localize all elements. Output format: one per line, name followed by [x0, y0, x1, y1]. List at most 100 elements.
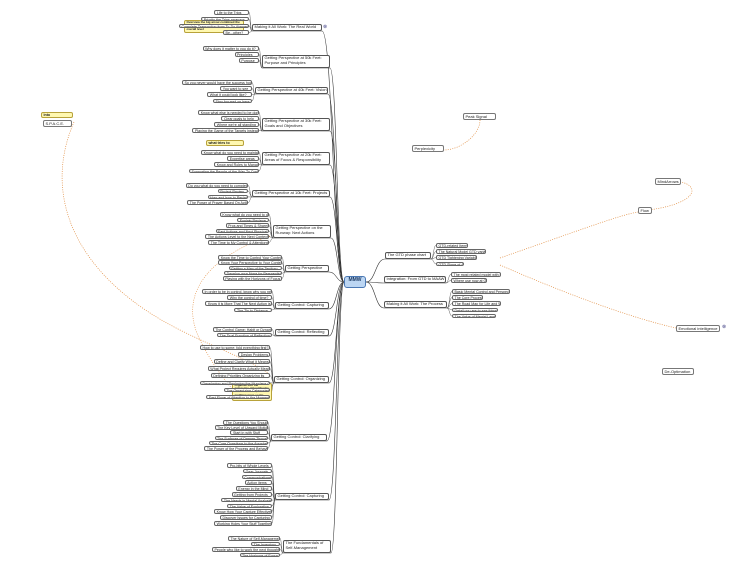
leaf-topic[interactable]: Pro-bits of Whole Levels — [227, 463, 272, 468]
leaf-topic[interactable]: The Power of Prayer Based On Action — [187, 200, 248, 205]
leaf-topic[interactable]: The Core Questions to the Anywhere — [208, 440, 268, 446]
leaf-topic[interactable]: Be...other? — [223, 30, 249, 35]
leaf-topic[interactable]: Working Holes Your Stuff Together — [214, 521, 272, 526]
leaf-topic[interactable]: Where we're all standing — [214, 122, 259, 127]
leaf-topic[interactable]: Know and Roles to Manage — [214, 162, 259, 167]
leaf-topic[interactable]: GTD-related Items — [436, 243, 469, 248]
leaf-topic[interactable]: How and how to Review — [207, 194, 248, 200]
leaf-topic[interactable]: The Inventory — [251, 541, 280, 547]
leaf-topic[interactable]: Why does it matter to you do it? — [202, 46, 259, 51]
leaf-topic[interactable]: Clear goals to help — [221, 116, 259, 121]
leaf-topic[interactable]: Design Problems — [238, 352, 270, 357]
branch-runway-actions[interactable]: Getting Perspective on the Runway: Next … — [273, 225, 331, 238]
leaf-topic[interactable]: Getting from Projects — [231, 492, 272, 497]
branch-control-reflecting[interactable]: Getting Control: Reflecting — [275, 329, 329, 336]
flow-topic[interactable]: Flow — [638, 207, 652, 214]
leaf-topic[interactable]: Detail you are to see things — [452, 307, 499, 313]
leaf-topic[interactable]: The Value of Exploration — [227, 503, 272, 509]
branch-10k-projects[interactable]: Getting Perspective at 10k Feet: Project… — [252, 190, 330, 197]
leaf-topic[interactable]: Expertise areas — [227, 156, 259, 161]
leaf-topic[interactable]: Where use now at GTD — [451, 278, 487, 283]
leaf-topic[interactable]: The Natural Model GTD variables — [436, 249, 487, 254]
leaf-topic[interactable]: Start in with Stuff — [230, 430, 268, 435]
leaf-topic[interactable]: Know what do you need to do — [219, 212, 269, 217]
peak-scroll-topic[interactable]: Peak Signal — [463, 113, 496, 120]
leaf-topic[interactable]: Know it is More That The Next Action is — [205, 301, 272, 306]
leaf-topic[interactable]: Developing and Replacing the Mundane Con… — [200, 380, 270, 386]
leaf-topic[interactable]: The Core Process — [452, 295, 483, 300]
emotional-intelligence-topic[interactable]: Emotional intelligence — [676, 325, 720, 332]
collapse-icon[interactable]: ⊗ — [323, 24, 328, 30]
leaf-topic[interactable]: The Time to My Control & Attentions — [208, 240, 269, 245]
leaf-topic[interactable]: Do you what do you need to complete? — [185, 183, 248, 188]
leaf-topic[interactable]: Know How Your Capture Effectively — [214, 509, 272, 514]
leaf-topic[interactable]: The Nature of Self-Management — [227, 536, 280, 541]
leaf-topic[interactable]: Stay focused on here — [213, 98, 252, 104]
leaf-topic[interactable]: Project Review — [217, 188, 248, 194]
branch-20k-areas[interactable]: Getting Perspective at 20k Feet: Areas o… — [262, 152, 330, 165]
leaf-topic[interactable]: Getting a Map of the Territory — [228, 265, 282, 271]
leaf-topic[interactable]: Complete Transaction from To-Do (formerl… — [179, 23, 249, 29]
leaf-topic[interactable]: GTD Tightening Variables — [436, 255, 478, 260]
root-topic[interactable]: MMW — [344, 276, 366, 288]
leaf-topic[interactable]: Discover Issues for Capturing — [219, 515, 272, 520]
leaf-topic[interactable]: The Questions You Should — [223, 420, 268, 425]
leaf-topic[interactable]: The most related model with GTD — [451, 272, 502, 277]
leaf-topic[interactable]: The Horizons of Focus — [239, 552, 280, 558]
leaf-topic[interactable]: Define and Clarify What it Means — [213, 359, 270, 364]
branch-fundamentals[interactable]: The Fundamentals of Self-Management — [283, 540, 331, 553]
leaf-topic[interactable]: The Dual Function of Reflection — [217, 332, 272, 338]
leaf-topic[interactable]: The Surfaces of Deeper Thought — [214, 435, 268, 441]
leaf-topic[interactable]: Fast Flows of Attention to the Moment — [206, 394, 270, 400]
leaf-topic[interactable]: Know the Time to Control Your Context — [218, 255, 282, 260]
branch-control-engaging[interactable]: Getting Control: Capturing — [275, 302, 329, 309]
mind-arrows-topic[interactable]: MindArrows — [655, 178, 681, 185]
branch-the-process[interactable]: Making it All Work: The Process — [384, 301, 447, 308]
leaf-topic[interactable]: The Control Game: Habit or Dynamic — [212, 327, 272, 332]
leaf-topic[interactable]: The Power of the Process and Behavior — [204, 446, 268, 451]
branch-50k-purpose[interactable]: Getting Perspective at 50k Feet: Purpose… — [262, 55, 330, 68]
leaf-topic[interactable]: The Organizing Categories — [223, 387, 270, 393]
collapse-icon[interactable]: ⊗ — [722, 324, 727, 330]
leaf-topic[interactable]: Principles — [234, 52, 259, 57]
branch-30k-goals[interactable]: Getting Perspective at 30k Feet: Goals a… — [262, 118, 330, 131]
perplexity-topic[interactable]: Perplexicity — [412, 145, 444, 152]
branch-gtd-phase-chart[interactable]: The GTD phase chart — [385, 252, 431, 259]
leaf-topic[interactable]: Defining Priorities Organizing its — [210, 373, 270, 378]
leaf-topic[interactable]: In order to be in control, know why you … — [202, 289, 272, 294]
leaf-topic[interactable]: Priority the Trips anyways — [201, 16, 249, 22]
branch-real-world[interactable]: Making it All Work: The Real World — [252, 24, 322, 31]
leaf-topic[interactable]: Know Your Perspective to Your Context — [218, 260, 282, 265]
branch-integration[interactable]: Integration: From GTD to MAAW — [384, 276, 446, 283]
leaf-topic[interactable]: The Actions Level to the Next Context — [205, 234, 269, 239]
leaf-topic[interactable]: How to use to some: fold everything firs… — [200, 345, 270, 350]
leaf-topic[interactable]: GTD Slope of 4 — [436, 261, 465, 267]
leaf-topic[interactable]: The Key Level of Upward Motion — [214, 425, 268, 430]
space-topic[interactable]: S.P.A.C.E. — [43, 120, 72, 127]
leaf-topic[interactable]: The Needs in Mental Analysis — [221, 497, 272, 503]
leaf-topic[interactable]: The Tip to Distance — [234, 307, 272, 313]
leaf-topic[interactable]: Gear Journals — [243, 468, 272, 474]
leaf-topic[interactable]: Communications — [241, 474, 272, 480]
leaf-topic[interactable]: Basic Mental Control and Perspectives — [452, 289, 511, 294]
leaf-topic[interactable]: Develop your Nose for Perspective — [224, 270, 282, 276]
leaf-topic[interactable]: Life to the Trips — [214, 10, 249, 15]
leaf-topic[interactable]: The Road Map for Life and Work — [452, 301, 501, 306]
leaf-topic[interactable]: The Value of Mental Lenses — [452, 313, 496, 319]
leaf-topic[interactable]: Playing the Game of the Targets instead — [192, 128, 259, 133]
de-optimization-topic[interactable]: De-Optimation — [662, 368, 694, 375]
leaf-topic[interactable]: Explain Reviews — [237, 217, 269, 223]
leaf-topic[interactable]: Know what do you need to maintain — [201, 150, 259, 155]
leaf-topic[interactable]: Action items — [244, 480, 272, 485]
leaf-topic[interactable]: What it could look like? — [207, 92, 252, 97]
leaf-topic[interactable]: Pros and Times & Shared — [225, 223, 269, 228]
leaf-topic[interactable]: What Project Requires Actually Means — [207, 366, 270, 371]
leaf-topic[interactable]: Fast Actions and Next Physical — [215, 228, 269, 234]
leaf-topic[interactable]: Purpose — [238, 58, 259, 63]
branch-40k-vision[interactable]: Getting Perspective at 40k Feet: Vision — [255, 87, 328, 94]
leaf-topic[interactable]: You want to see — [220, 86, 252, 91]
leaf-topic[interactable]: So you never would have the success how … — [182, 80, 252, 85]
leaf-topic[interactable]: People who like to work the next thought — [212, 547, 280, 552]
leaf-topic[interactable]: Why the control of time? — [227, 295, 272, 300]
branch-control-clarifying[interactable]: Getting Control: Clarifying — [271, 434, 327, 441]
